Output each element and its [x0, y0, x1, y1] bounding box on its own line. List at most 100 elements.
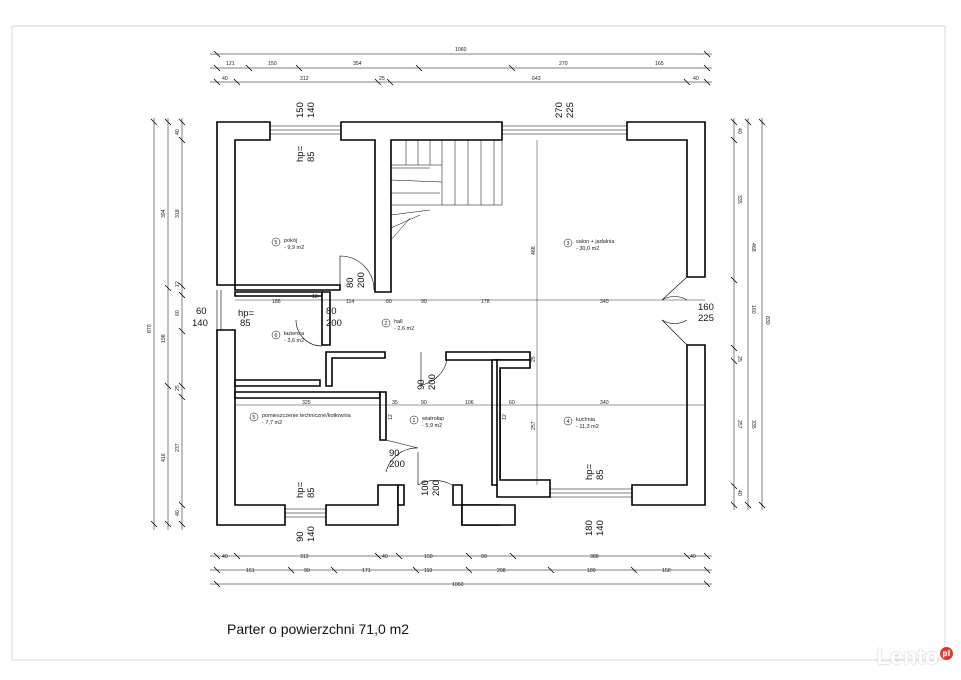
- room-salon-name: salon + jadalnia: [576, 239, 615, 245]
- dim-bot-overall: 1060: [452, 582, 464, 588]
- idim-13: 340: [600, 400, 609, 406]
- dim-top-r3-4: 643: [532, 76, 541, 82]
- dim-left-c3-3: 12: [175, 281, 181, 287]
- dim-bot-r1-1: 40: [222, 554, 228, 560]
- opening-9-bottom: 200: [427, 374, 438, 390]
- dim-bot-r1-5: 90: [481, 554, 487, 560]
- dim-bot-r2-4: 110: [424, 568, 432, 574]
- room-hall-area: - 2,6 m2: [394, 326, 414, 332]
- idim-0: 186: [272, 299, 281, 305]
- dim-bot-r1-3: 40: [382, 554, 388, 560]
- dim-right-c3-3: 25: [736, 356, 742, 362]
- dim-top-r2-3: 354: [353, 61, 362, 67]
- dim-right-c2-1: 468: [750, 243, 756, 252]
- wall-bottom-left: [325, 484, 399, 526]
- dim-right-c3-2: 335: [736, 195, 742, 204]
- wall-bottom-entry2: [461, 504, 516, 526]
- wall-pokoj-bottom: [234, 284, 341, 291]
- idim-12: 60: [509, 400, 515, 406]
- room-bath-area: - 3,6 m2: [284, 338, 304, 344]
- idim-3: 60: [386, 299, 392, 305]
- door-terrace-a: [661, 276, 688, 346]
- wall-vestibule-right2: [496, 359, 551, 498]
- opening-7-bottom: 200: [326, 318, 342, 329]
- staircase: [390, 139, 503, 248]
- opening-8-top: 160: [698, 302, 714, 313]
- dim-bot-r1-4: 150: [424, 554, 433, 560]
- dim-bot-r1-2: 312: [300, 554, 309, 560]
- door-vestibule: [420, 352, 448, 386]
- room-pokoj-area: - 9,9 m2: [284, 245, 304, 251]
- windows: [216, 125, 632, 518]
- opening-11-bottom: 200: [431, 480, 442, 496]
- dim-right-c2-2: 160: [750, 305, 756, 314]
- svg-text:5: 5: [274, 240, 277, 246]
- internal-dimension-lines: [235, 140, 705, 485]
- door-bath: [295, 319, 323, 347]
- dim-top-r3-3: 25: [379, 76, 385, 82]
- opening-3-top: hp=: [295, 145, 306, 162]
- opening-1-bottom: 140: [306, 102, 317, 118]
- wall-top-mid: [340, 121, 503, 293]
- opening-5-bottom: 140: [192, 318, 208, 329]
- opening-12-bottom: 85: [306, 487, 317, 498]
- opening-14-top: 90: [295, 531, 306, 542]
- dim-right-c3-4: 257: [736, 420, 742, 429]
- dim-top-overall: 1060: [455, 47, 467, 53]
- opening-2-top: 270: [554, 102, 565, 118]
- room-tech-area: - 7,7 m2: [262, 420, 282, 426]
- idim-17: 257: [531, 421, 537, 430]
- dim-right-c3-5: 40: [736, 490, 742, 496]
- room-hall: 2 hall - 2,6 m2: [381, 318, 414, 332]
- opening-13-bottom: 85: [595, 469, 606, 480]
- idim-8: 35: [392, 400, 398, 406]
- opening-2-bottom: 225: [565, 102, 576, 118]
- idim-11: 106: [465, 400, 474, 406]
- idim-6: 340: [600, 299, 609, 305]
- room-kitchen-area: - 11,3 m2: [576, 424, 599, 430]
- dim-left-c3-7: 40: [175, 510, 181, 516]
- doors: [295, 255, 688, 486]
- room-vestibule-name: wiatrołap: [421, 416, 444, 422]
- dim-bot-r2-6: 180: [587, 568, 596, 574]
- watermark-badge: pl: [940, 647, 953, 660]
- opening-6-top: hp=: [238, 308, 255, 319]
- svg-text:1: 1: [412, 418, 415, 424]
- opening-labels: 150 140 270 225 hp= 85 80 200 60 140 hp=…: [192, 102, 714, 542]
- dim-right-c2-3: 335: [750, 420, 756, 429]
- svg-text:4: 4: [566, 419, 569, 425]
- opening-10-top: 90: [389, 448, 400, 459]
- dim-left-c2-3: 416: [161, 453, 167, 462]
- dimension-labels: 1060 121 150 354 270 165 40 312 25 643 4…: [147, 47, 770, 588]
- opening-9-top: 90: [416, 379, 427, 390]
- dim-left-c2-2: 198: [161, 334, 167, 343]
- opening-4-top: 80: [345, 277, 356, 288]
- wall-tech-top: [234, 391, 381, 399]
- dim-top-r3-5: 40: [693, 76, 699, 82]
- room-bath: 6 łazienka - 3,6 m2: [271, 330, 305, 344]
- svg-text:6: 6: [274, 333, 277, 339]
- room-salon: 3 salon + jadalnia - 30,0 m2: [563, 238, 615, 252]
- wall-bath: [234, 291, 323, 297]
- dim-bot-r2-2: 90: [304, 568, 310, 574]
- opening-6-bottom: 85: [240, 318, 251, 329]
- dim-bot-r1-6: 388: [590, 554, 599, 560]
- dim-bot-r1-7: 40: [690, 554, 696, 560]
- dim-bot-r2-7: 150: [662, 568, 671, 574]
- idim-5: 178: [481, 299, 490, 305]
- idim-9: 12: [388, 414, 394, 420]
- opening-15-top: 180: [584, 520, 595, 536]
- idim-15: 25: [531, 356, 537, 362]
- opening-12-top: hp=: [295, 481, 306, 498]
- dim-right-c3-1: 40: [736, 128, 742, 134]
- room-vestibule-area: - 5,9 m2: [422, 423, 442, 429]
- door-pokoj: [339, 255, 375, 291]
- wall-bath-bottom: [234, 379, 321, 387]
- opening-11-top: 100: [420, 480, 431, 496]
- dim-left-c3-2: 318: [175, 209, 181, 218]
- opening-7-top: 80: [326, 306, 337, 317]
- room-hall-name: hall: [394, 319, 403, 325]
- svg-text:2: 2: [384, 321, 387, 327]
